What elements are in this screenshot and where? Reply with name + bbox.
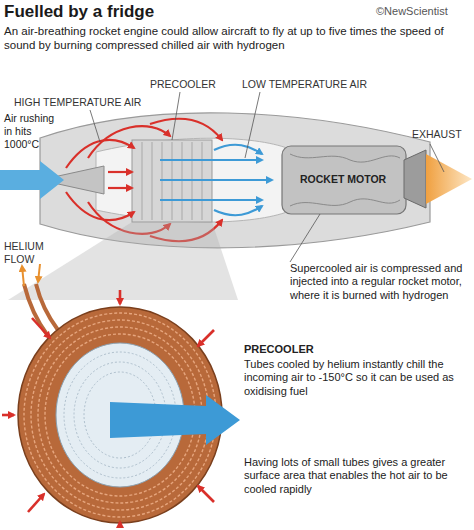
note: Supercooled air is compressed and inject… — [290, 262, 472, 302]
red-arrow — [108, 187, 132, 189]
blue-arrow — [160, 179, 272, 181]
part-label: EXHAUST — [412, 128, 462, 141]
exhaust-plume — [426, 154, 472, 204]
part-label: PRECOOLER — [150, 78, 216, 91]
rocket-motor-body — [282, 146, 406, 214]
nozzle — [404, 150, 426, 208]
tube-line — [142, 142, 143, 220]
red-arrow — [88, 126, 170, 158]
leader-line — [172, 92, 180, 140]
helium-pipe — [36, 284, 58, 330]
note: Having lots of small tubes gives a great… — [244, 456, 470, 496]
red-arrow — [108, 171, 132, 173]
blue-arrow — [160, 199, 262, 201]
part-label: LOW TEMPERATURE AIR — [242, 78, 367, 91]
red-arrow — [198, 486, 214, 502]
outflow-arrow — [110, 395, 240, 445]
part-label: HIGH TEMPERATURE AIR — [14, 96, 141, 109]
motor-pipework — [290, 154, 400, 206]
inner-duct — [96, 138, 292, 222]
red-arrow — [28, 494, 44, 512]
leader-line — [245, 92, 260, 158]
red-arrow — [119, 290, 122, 304]
zoom-wedge — [8, 222, 238, 300]
inflow-arrows — [2, 290, 214, 528]
title: Fuelled by a fridge — [4, 2, 154, 23]
blue-arrow — [214, 206, 262, 215]
blue-arrow — [214, 145, 262, 154]
part-label: PRECOOLER — [244, 343, 314, 356]
red-arrow — [119, 522, 122, 528]
part-label: HELIUM FLOW — [4, 240, 64, 266]
tube-line — [152, 142, 153, 220]
pipe — [290, 199, 400, 206]
red-arrow — [150, 119, 222, 140]
red-arrow — [198, 330, 214, 346]
leader-line — [430, 144, 444, 172]
red-arrow — [32, 318, 50, 338]
red-arrow — [2, 414, 14, 417]
inlet-arrow — [0, 161, 64, 199]
part-label: ROCKET MOTOR — [300, 173, 386, 186]
watermark: ©NewScientist — [376, 5, 448, 18]
helium-arrow — [38, 264, 40, 282]
cold-air-arrows — [160, 145, 272, 215]
helium-arrow — [22, 266, 24, 286]
pipe — [290, 154, 400, 162]
note: Air rushing in hits 1000°C — [4, 112, 64, 150]
note: Tubes cooled by helium instantly chill t… — [244, 358, 470, 398]
standfirst: An air-breathing rocket engine could all… — [4, 24, 470, 52]
leader-line — [90, 110, 100, 142]
blue-arrow — [160, 159, 262, 161]
nacelle — [40, 113, 430, 248]
leader-line — [290, 214, 320, 262]
